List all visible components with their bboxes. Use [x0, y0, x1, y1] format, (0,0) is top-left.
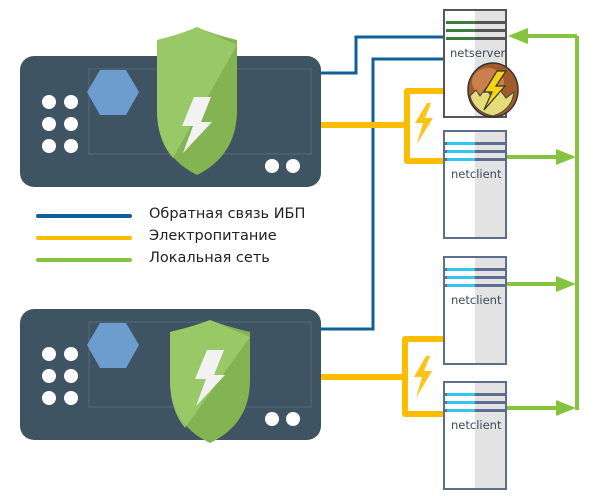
- server-drive-bays: [446, 21, 505, 40]
- lan-arrow-client-2: [556, 276, 576, 292]
- power-bracket-top: [404, 88, 444, 164]
- ups-led-1: [265, 412, 279, 426]
- netserver-host: [443, 9, 519, 118]
- lan-arrow-client-1: [556, 149, 576, 165]
- netclient-label-3: netclient: [451, 418, 502, 432]
- shield-bolt-icon: [170, 320, 250, 443]
- legend-label-lan: Локальная сеть: [149, 250, 270, 266]
- ups-device-bottom: [20, 309, 321, 443]
- ups-indicator-dots: [42, 347, 78, 405]
- ups-led-2: [286, 412, 300, 426]
- legend-swatch-lan: [36, 258, 132, 262]
- feedback-line-top-ups: [320, 35, 444, 75]
- ups-led-1: [265, 159, 279, 173]
- legend-label-power: Электропитание: [149, 228, 277, 244]
- lan-arrow-server: [508, 28, 528, 44]
- netclient-host-3: [443, 381, 507, 490]
- power-bolt-icon-bottom: [414, 356, 432, 398]
- feedback-line-bottom-ups: [320, 57, 444, 331]
- netclient-label-1: netclient: [451, 167, 502, 181]
- netclient-label-2: netclient: [451, 293, 502, 307]
- ups-indicator-dots: [42, 95, 78, 153]
- power-bolt-icon-top: [415, 103, 433, 144]
- ups-led-2: [286, 159, 300, 173]
- lan-arrow-client-3: [556, 400, 576, 416]
- legend-swatch-power: [36, 236, 132, 240]
- legend-swatch-feedback: [36, 214, 132, 218]
- hexagon-icon: [87, 323, 139, 368]
- netclient-host-2: [443, 256, 507, 365]
- netclient-host-1: [443, 130, 507, 239]
- ups-device-top: [20, 27, 321, 187]
- legend-label-feedback: Обратная связь ИБП: [149, 206, 306, 222]
- hexagon-icon: [87, 70, 139, 115]
- shield-bolt-icon: [157, 27, 237, 175]
- power-bracket-bottom: [402, 336, 444, 417]
- netserver-label: netserver: [450, 46, 506, 60]
- shutdown-app-icon: [467, 62, 519, 118]
